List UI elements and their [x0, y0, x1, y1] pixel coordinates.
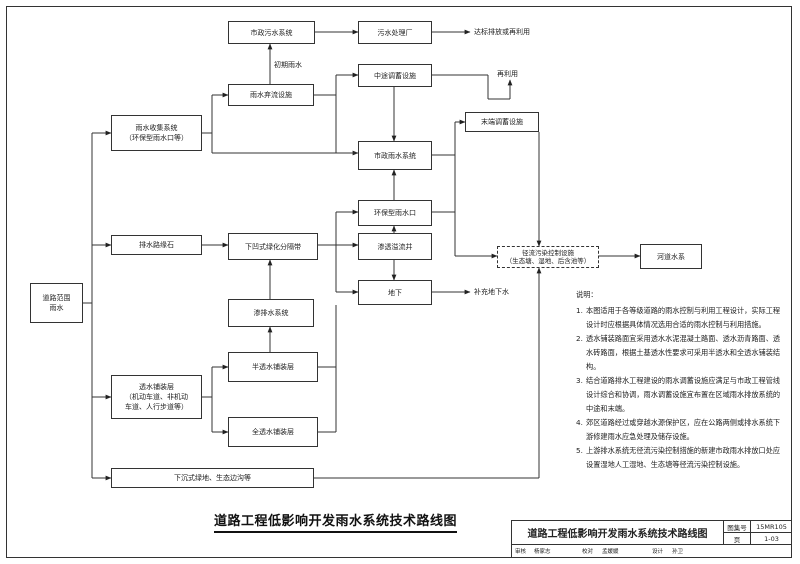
- sunken-greenland-node: 下沉式绿地、生态边沟等: [111, 468, 314, 488]
- discharge-reuse-label: 达标排放或再利用: [474, 28, 530, 36]
- checker-name: 孟媛媛: [602, 549, 619, 555]
- groundwater-recharge-label: 补充地下水: [474, 288, 509, 296]
- infiltration-well-node: 渗透溢流井: [358, 233, 432, 260]
- notes-panel: 说明： 1.本图适用于各等级道路的雨水控制与利用工程设计，实际工程设计时应根据具…: [576, 288, 786, 472]
- title-block-title: 道路工程低影响开发雨水系统技术路线图: [512, 521, 724, 544]
- design-label: 设计: [652, 549, 664, 555]
- full-permeable-node: 全透水铺装层: [228, 417, 318, 447]
- seepage-drainage-node: 渗排水系统: [228, 299, 314, 327]
- title-block: 道路工程低影响开发雨水系统技术路线图 图集号 15MR105 页 1-03 审核…: [511, 520, 792, 558]
- reuse-label: 再利用: [497, 70, 518, 78]
- note-item: 4.郊区道路经过或穿越水源保护区，应在公路两侧或排水系统下游修建雨水应急处理及储…: [576, 418, 781, 441]
- check-label: 校对: [582, 549, 594, 555]
- note-item: 1.本图适用于各等级道路的雨水控制与利用工程设计，实际工程设计时应根据具体情况选…: [576, 306, 781, 329]
- note-item: 3.结合道路排水工程建设的雨水调蓄设施应满足与市政工程管线设计综合和协调，雨水调…: [576, 376, 781, 413]
- eco-inlet-node: 环保型雨水口: [358, 200, 432, 226]
- page-label: 页: [724, 533, 751, 544]
- road-runoff-node: 道路范围 雨水: [30, 283, 83, 323]
- notes-title: 说明：: [576, 290, 598, 299]
- note-item: 5.上游排水系统无径流污染控制措施的新建市政雨水排放口处应设置湿地人工湿地、生态…: [576, 446, 781, 469]
- permeable-pavement-node: 透水铺装层 （机动车道、非机动 车道、人行步道等）: [111, 375, 202, 419]
- title-block-sign-row: 审核 杨家志 校对 孟媛媛 设计 孙卫: [512, 544, 791, 558]
- note-item: 2.透水铺装路面宜采用透水水泥混凝土路面、透水沥青路面、透水砖路面，根据土基透水…: [576, 334, 781, 371]
- inlet-curb-stone-node: 排水路缘石: [111, 235, 202, 255]
- sunken-green-belt-node: 下凹式绿化分隔带: [228, 233, 318, 260]
- end-storage-node: 末端调蓄设施: [465, 112, 539, 132]
- mid-storage-node: 中途调蓄设施: [358, 64, 432, 87]
- designer-name: 孙卫: [672, 549, 684, 555]
- atlas-label: 图集号: [724, 521, 751, 533]
- page-number: 1-03: [764, 534, 779, 543]
- review-label: 审核: [515, 549, 527, 555]
- diagram-title: 道路工程低影响开发雨水系统技术路线图: [214, 510, 458, 533]
- municipal-sewer-node: 市政污水系统: [228, 21, 315, 44]
- municipal-rain-node: 市政雨水系统: [358, 141, 432, 170]
- reviewer-name: 杨家志: [534, 549, 551, 555]
- half-permeable-node: 半透水铺装层: [228, 352, 318, 382]
- runoff-pollution-control-node: 径流污染控制设施 （生态塘、湿地、后含池等）: [497, 246, 599, 268]
- rain-diversion-node: 雨水弃流设施: [228, 84, 314, 106]
- atlas-number: 15MR105: [751, 521, 792, 533]
- river-node: 河道水系: [640, 244, 702, 269]
- underground-node: 地下: [358, 280, 432, 305]
- sewage-plant-node: 污水处理厂: [358, 21, 432, 44]
- drawing-frame: [6, 6, 792, 558]
- title-block-top-row: 道路工程低影响开发雨水系统技术路线图 图集号 15MR105 页 1-03: [512, 521, 792, 545]
- rain-collection-system-node: 雨水收集系统 （环保型雨水口等）: [111, 115, 202, 151]
- initial-rain-label: 初期雨水: [274, 61, 302, 69]
